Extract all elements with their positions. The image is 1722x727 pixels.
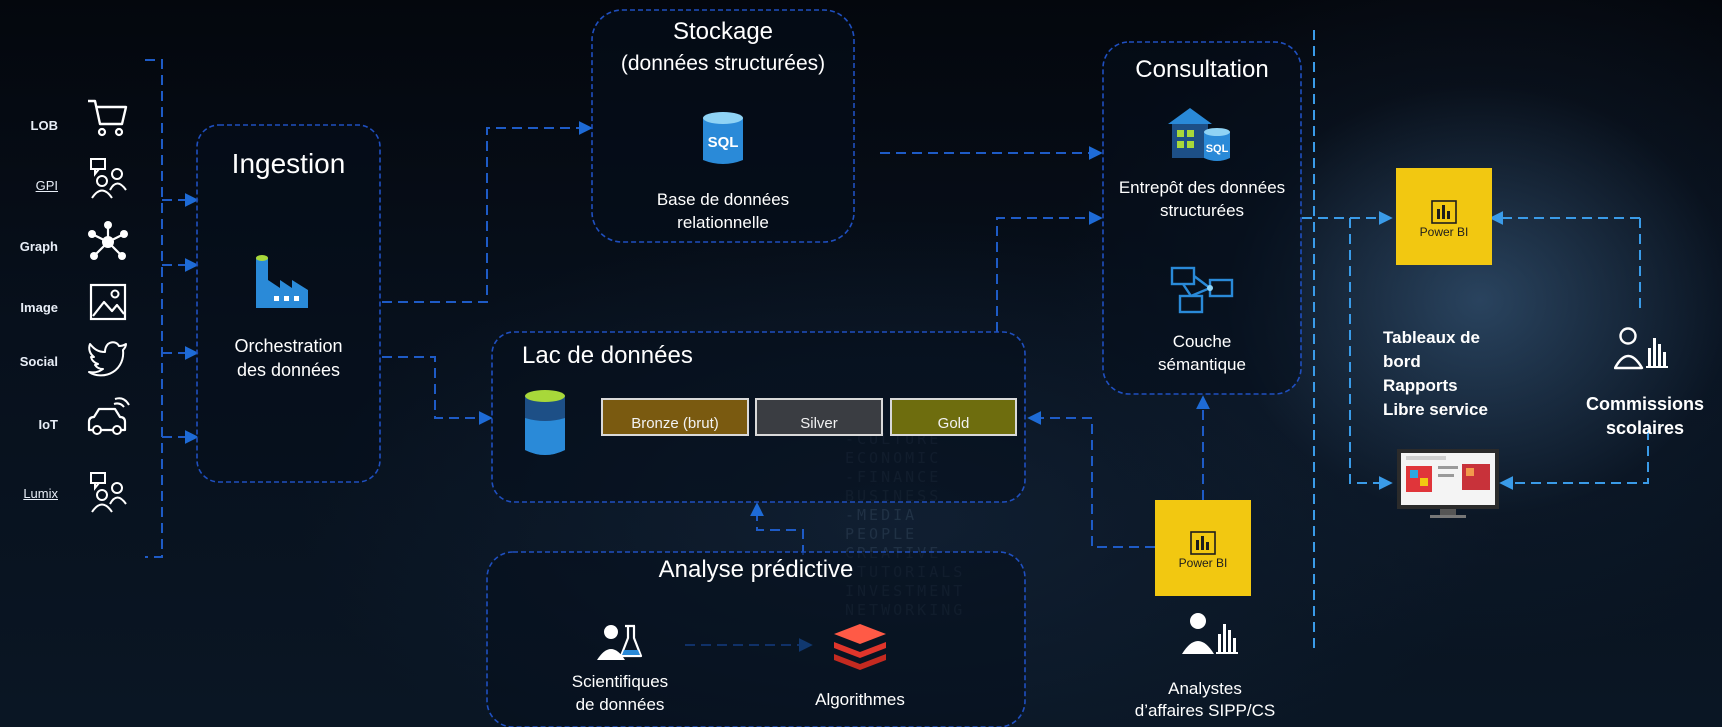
reports-list: Tableaux de bord Rapports Libre service	[1383, 326, 1488, 422]
cart-icon	[88, 99, 128, 137]
lake-tier-bronze: Bronze (brut)	[601, 398, 749, 436]
analysts-line1: Analystes	[1168, 679, 1242, 698]
reports-line1: Tableaux de	[1383, 328, 1480, 347]
data-lake-icon	[525, 390, 565, 455]
data-warehouse-icon: SQL	[1168, 108, 1230, 161]
ingestion-caption: Orchestration des données	[197, 334, 380, 382]
analysts-caption: Analystes d’affaires SIPP/CS	[1110, 678, 1300, 722]
source-label-graph: Graph	[19, 239, 58, 254]
storage-sql-text: SQL	[708, 134, 739, 151]
data-scientist-icon	[597, 624, 643, 660]
reports-line3: Rapports	[1383, 376, 1458, 395]
commission-user-chart-icon	[1614, 327, 1668, 370]
source-label-social: Social	[19, 354, 58, 369]
analysts-line2: d’affaires SIPP/CS	[1134, 701, 1276, 720]
semantic-caption: Couche sémantique	[1103, 330, 1301, 376]
consultation-title: Consultation	[1135, 56, 1269, 83]
source-label-image: Image	[20, 300, 58, 315]
warehouse-line1: Entrepôt des données	[1118, 178, 1286, 197]
storage-line1: Base de données	[656, 190, 790, 209]
source-label-gpi: GPI	[35, 178, 58, 193]
lake-tier-silver: Silver	[755, 398, 883, 436]
reports-line4: Libre service	[1383, 400, 1488, 419]
semantic-line2: sémantique	[1158, 355, 1246, 374]
powerbi-label: Power BI	[1178, 556, 1228, 570]
graph-network-icon	[88, 221, 128, 260]
predictive-title: Analyse prédictive	[658, 556, 854, 583]
semantic-model-icon	[1170, 266, 1234, 314]
consultation-sql-text: SQL	[1206, 143, 1229, 155]
powerbi-label: Power BI	[1419, 224, 1469, 239]
source-label-lob: LOB	[30, 118, 58, 133]
commissions-caption: Commissions scolaires	[1570, 392, 1720, 440]
twitter-bird-icon	[88, 341, 127, 377]
sql-database-icon: SQL	[703, 112, 743, 164]
reports-line2: bord	[1383, 352, 1421, 371]
commissions-line2: scolaires	[1605, 418, 1685, 438]
powerbi-tile-analysts[interactable]: Power BI	[1155, 500, 1251, 596]
ingestion-line2: des données	[236, 360, 341, 380]
data-factory-icon	[256, 255, 308, 308]
scientists-line2: de données	[575, 695, 665, 714]
image-icon	[89, 283, 127, 321]
ingestion-line1: Orchestration	[234, 336, 343, 356]
semantic-line1: Couche	[1172, 332, 1232, 351]
scientists-caption: Scientifiques de données	[540, 670, 700, 716]
analyst-user-chart-icon	[1182, 613, 1238, 654]
storage-caption: Base de données relationnelle	[592, 188, 854, 234]
connected-car-icon	[87, 397, 130, 435]
lake-tier-gold: Gold	[890, 398, 1017, 436]
storage-title: Stockage	[672, 18, 774, 45]
commissions-line1: Commissions	[1585, 394, 1705, 414]
warehouse-line2: structurées	[1159, 201, 1245, 220]
algorithms-label: Algorithmes	[815, 690, 905, 709]
source-label-lumix: Lumix	[23, 486, 58, 501]
dashboard-monitor-icon	[1397, 449, 1499, 518]
lake-title: Lac de données	[522, 342, 693, 369]
scientists-line1: Scientifiques	[571, 672, 669, 691]
warehouse-caption: Entrepôt des données structurées	[1103, 176, 1301, 222]
storage-line2: relationnelle	[677, 213, 769, 232]
algorithms-stack-icon	[834, 624, 886, 670]
ingestion-title: Ingestion	[231, 148, 346, 179]
source-label-iot: IoT	[38, 417, 59, 432]
powerbi-icon	[1190, 531, 1216, 555]
people-chat-icon	[90, 472, 127, 513]
people-chat-icon	[90, 158, 127, 199]
powerbi-icon	[1431, 199, 1457, 224]
storage-subtitle: (données structurées)	[620, 52, 826, 75]
powerbi-tile-reports[interactable]: Power BI	[1396, 168, 1492, 265]
